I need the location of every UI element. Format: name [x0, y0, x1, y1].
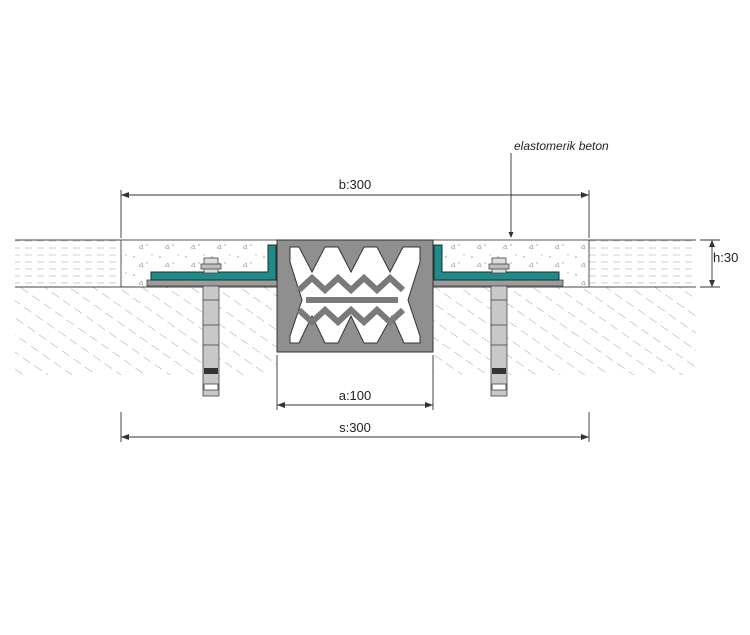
dimension-h: h:30 [700, 239, 738, 288]
dimension-a: a:100 [276, 355, 434, 410]
base-plate-right [432, 279, 564, 287]
joint-profile-lattice [296, 273, 406, 327]
anchor-bolt-left [200, 257, 222, 397]
screed-left [15, 240, 121, 287]
annotation-label: elastomerik beton [514, 139, 609, 153]
annotation-leader: elastomerik beton [508, 139, 609, 238]
screed-right [589, 240, 696, 287]
dimension-b: b:300 [120, 177, 590, 238]
dimension-s: s:300 [120, 412, 590, 442]
joint-profile-body [276, 239, 434, 353]
dimension-b-label: b:300 [339, 177, 372, 192]
base-plate-left [146, 279, 278, 287]
dimension-h-label: h:30 [713, 250, 738, 265]
subgrade-left [15, 287, 277, 375]
subgrade-right [433, 287, 696, 375]
dimension-a-label: a:100 [339, 388, 372, 403]
anchor-bolt-right [488, 257, 510, 397]
dimension-s-label: s:300 [339, 420, 371, 435]
